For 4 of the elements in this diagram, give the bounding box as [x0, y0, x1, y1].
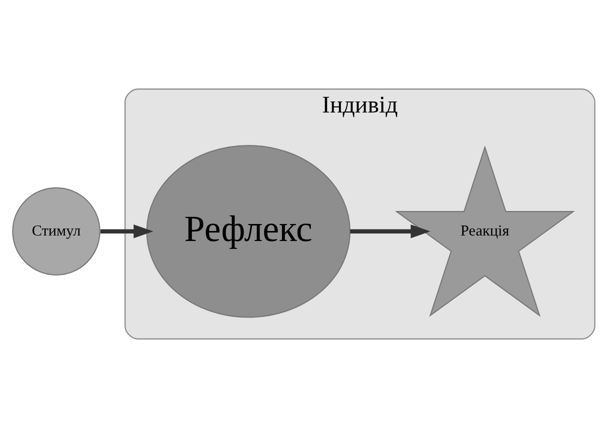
arrow — [100, 224, 154, 238]
node-ellipse: Рефлекс — [146, 144, 351, 318]
arrow — [350, 224, 430, 238]
node-circle: Стимул — [12, 186, 100, 275]
